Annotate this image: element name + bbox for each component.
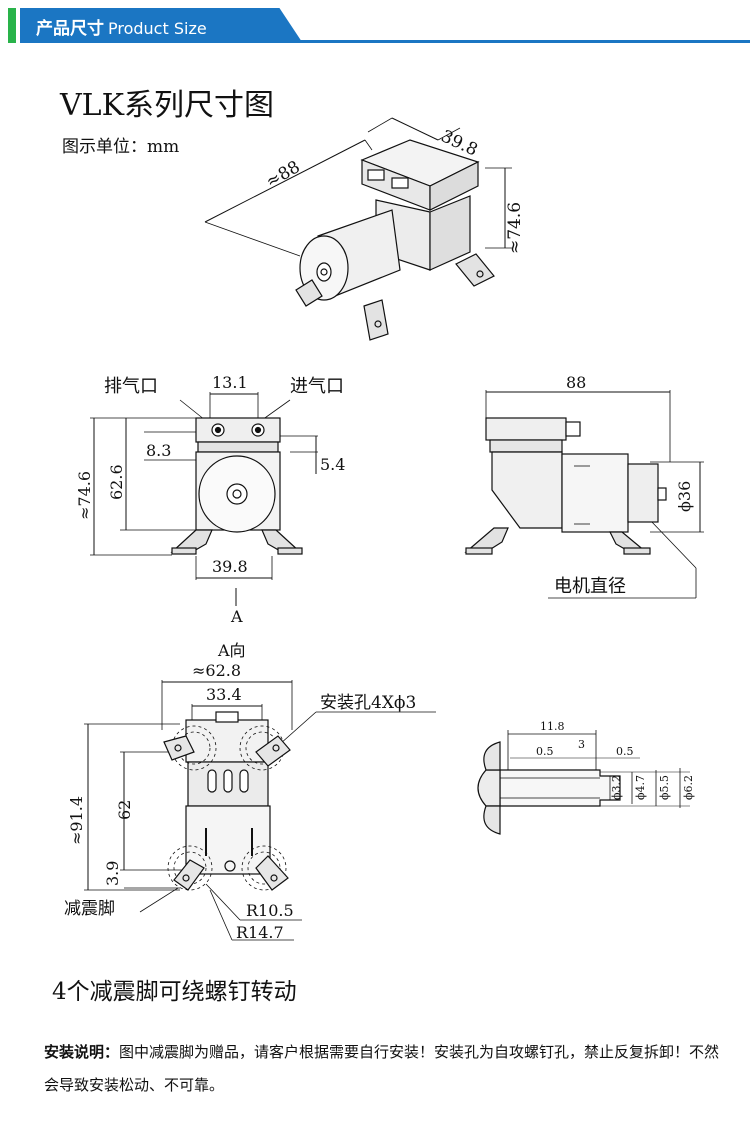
a-view [84,680,436,941]
nozzle-dim-a: 0.5 [536,745,554,758]
nozzle-dim-d2: ϕ4.7 [634,775,647,800]
nozzle-dim-d1: ϕ3.2 [610,775,623,800]
front-label-intake: 进气口 [290,376,344,397]
a-label-holes: 安装孔4Xϕ3 [320,693,416,713]
side-dim-motor-dia: ϕ36 [675,481,694,512]
side-dim-length: 88 [566,373,586,392]
header-accent [8,8,16,43]
install-note: 安装说明：图中减震脚为赠品，请客户根据需要自行安装！安装孔为自攻螺钉孔，禁止反复… [44,1036,724,1102]
front-dim-base: 39.8 [212,557,248,576]
page-title: VLK系列尺寸图 [60,88,274,123]
front-dim-total-height: ≈74.6 [75,471,94,520]
nozzle-dim-c: 0.5 [616,745,634,758]
front-dim-port-offset: 8.3 [146,441,171,460]
nozzle-view [477,730,690,835]
front-dim-port-spacing: 13.1 [212,373,248,392]
rotate-note: 4个减震脚可绕螺钉转动 [52,979,297,1005]
header-title-cn: 产品尺寸 [36,19,104,39]
nozzle-dim-d4: ϕ6.2 [682,775,695,800]
nozzle-dim-length: 11.8 [540,720,565,733]
front-dim-side: 5.4 [320,455,345,474]
a-dim-r2: R14.7 [236,923,284,942]
a-dim-hole-spacing: 33.4 [206,685,242,704]
a-view-label: A向 [217,641,246,660]
side-view [464,390,704,569]
front-view-marker: A [230,607,243,626]
front-view [90,392,318,606]
front-label-exhaust: 排气口 [104,376,158,397]
nozzle-dim-b: 3 [578,738,585,751]
side-label-motor: 电机直径 [554,576,626,597]
iso-dim-length: ≈88 [263,157,304,192]
front-dim-port-height: 62.6 [107,464,126,500]
unit-note: 图示单位：mm [62,137,180,157]
header-title-en: Product Size [108,19,207,38]
a-dim-outer-width: ≈62.8 [192,661,241,680]
header-rule [20,40,750,43]
install-note-label: 安装说明： [44,1043,120,1061]
a-dim-r1: R10.5 [246,901,294,920]
iso-dim-height: ≈74.6 [505,202,525,254]
a-dim-total: ≈91.4 [67,796,86,845]
header-tab [20,8,302,42]
a-dim-hole-vertical: 62 [115,800,134,820]
a-dim-edge: 3.9 [103,861,122,886]
a-label-feet: 减震脚 [64,899,115,919]
install-note-text: 图中减震脚为赠品，请客户根据需要自行安装！安装孔为自攻螺钉孔，禁止反复拆卸！不然… [44,1043,720,1094]
nozzle-dim-d3: ϕ5.5 [658,775,671,800]
iso-view [204,117,512,341]
